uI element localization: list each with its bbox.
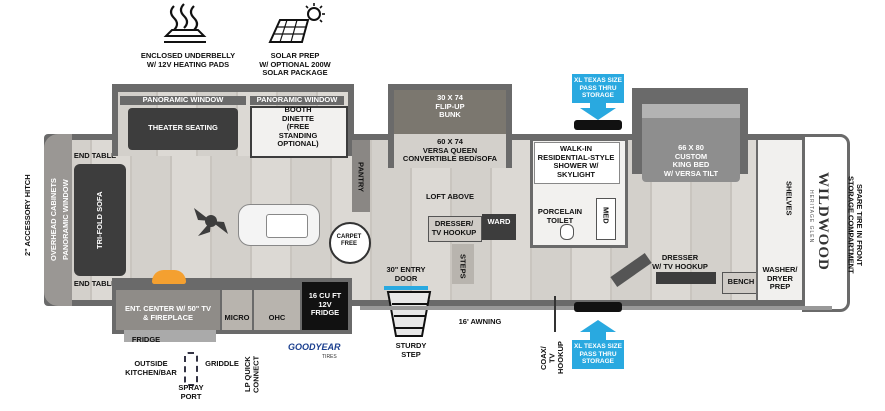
panoramic-window-2-label: PANORAMIC WINDOW: [250, 95, 344, 105]
ward-label: WARD: [487, 217, 511, 226]
fridge-outside-label: FRIDGE: [131, 335, 161, 344]
entry-door: [384, 286, 428, 290]
outside-kitchen: [124, 330, 216, 342]
shelves-label: SHELVES: [784, 180, 794, 216]
dresser-tv-label: DRESSER/ TV HOOKUP: [431, 219, 477, 237]
entry-door-label: 30" ENTRY DOOR: [386, 265, 426, 283]
solar-panel-icon: [268, 3, 325, 43]
ent-center: [116, 290, 220, 330]
washer-dryer-label: WASHER/ DRYER PREP: [762, 265, 798, 291]
underbelly-feature-label: ENCLOSED UNDERBELLY W/ 12V HEATING PADS: [140, 51, 236, 69]
spray-port-hose: [184, 352, 198, 386]
dresser-bedroom-label: DRESSER W/ TV HOOKUP: [652, 253, 708, 271]
steps-label: STEPS: [458, 253, 468, 279]
porcelain-toilet-label: PORCELAIN TOILET: [537, 207, 583, 225]
kitchen-sink: [266, 214, 308, 238]
med-label: MED: [601, 206, 611, 224]
booth-dinette: [250, 106, 348, 158]
theater-seating-label: THEATER SEATING: [148, 123, 218, 132]
fridge-interior-label: 16 CU FT 12V FRIDGE: [308, 291, 342, 317]
pantry: [352, 140, 370, 212]
carpet-free-seal: [329, 222, 371, 264]
medicine-cabinet: [596, 198, 616, 240]
xl-storage-badge-top: XL TEXAS SIZE PASS THRU STORAGE: [572, 74, 624, 103]
wildwood-logo-sub: HERITAGE GLEN: [808, 190, 814, 244]
sturdy-step-icon: [386, 291, 432, 337]
microwave: [222, 290, 252, 330]
interior-steps: [452, 244, 474, 284]
bench-label: BENCH: [727, 277, 755, 286]
king-bed-pillows: [642, 104, 740, 118]
shower: [534, 142, 620, 184]
griddle-label: GRIDDLE: [205, 359, 239, 368]
panoramic-window-front-label: PANORAMIC WINDOW: [61, 179, 70, 261]
end-table-top-label: END TABLE: [73, 151, 117, 160]
accessory-hitch-label: 2" ACCESSORY HITCH: [23, 174, 32, 256]
booth-dinette-label: BOOTH DINETTE (FREE STANDING OPTIONAL): [277, 105, 319, 148]
goodyear-logo: GOODYEAR: [288, 342, 341, 352]
xl-storage-badge-bottom: XL TEXAS SIZE PASS THRU STORAGE: [572, 340, 624, 369]
end-table-bottom-label: END TABLE: [73, 279, 117, 288]
lp-quick-connect-label: LP QUICK CONNECT: [243, 355, 261, 393]
goodyear-tires-label: TIRES: [322, 354, 337, 360]
ohc-label: OHC: [268, 313, 286, 322]
king-bed-label: 66 X 80 CUSTOM KING BED W/ VERSA TILT: [663, 143, 719, 178]
ceiling-fan-icon: [194, 208, 228, 236]
outside-kitchen-label: OUTSIDE KITCHEN/BAR: [125, 359, 177, 377]
arrow-down-icon: [580, 100, 616, 120]
overhead-cabinets-label: OVERHEAD CABINETS: [49, 178, 58, 262]
panoramic-window-1-label: PANORAMIC WINDOW: [120, 95, 246, 105]
pass-thru-hatch-top: [574, 120, 622, 130]
pass-thru-hatch-bottom: [574, 302, 622, 312]
heat-waves-icon: [163, 3, 207, 43]
fridge-interior: [302, 282, 348, 330]
wildwood-logo: WILDWOOD: [815, 172, 831, 271]
rear-closet: [756, 140, 802, 300]
overhead-cabinet: [254, 290, 300, 330]
carpet-free-label: CARPET FREE: [336, 234, 362, 247]
rear-cap: [802, 134, 850, 312]
tri-fold-sofa: [74, 164, 126, 276]
shower-label: WALK-IN RESIDENTIAL-STYLE SHOWER W/ SKYL…: [537, 144, 615, 179]
wardrobe: [482, 214, 516, 240]
bedroom-dresser: [656, 272, 716, 284]
spray-port-label: SPRAY PORT: [178, 383, 204, 401]
micro-label: MICRO: [224, 313, 250, 322]
theater-seating: [128, 108, 238, 150]
solar-feature-label: SOLAR PREP W/ OPTIONAL 200W SOLAR PACKAG…: [259, 51, 331, 77]
coax-pointer: [554, 296, 556, 332]
loft-above-label: LOFT ABOVE: [425, 192, 475, 201]
pantry-label: PANTRY: [356, 162, 366, 192]
sturdy-step-label: STURDY STEP: [395, 341, 427, 359]
arrow-up-icon: [580, 320, 616, 340]
coax-label: COAX/ TV HOOKUP: [539, 341, 565, 375]
tri-fold-sofa-label: TRI-FOLD SOFA: [95, 191, 104, 249]
dresser-tv-hookup: [428, 216, 482, 242]
spare-tire-label: SPARE TIRE IN FRONT STORAGE COMPARTMENT: [846, 176, 865, 274]
ent-center-label: ENT. CENTER W/ 50" TV & FIREPLACE: [124, 304, 212, 322]
flip-up-bunk: [394, 90, 506, 134]
versa-queen-bed: [394, 134, 506, 168]
versa-queen-label: 60 X 74 VERSA QUEEN CONVERTIBLE BED/SOFA: [402, 137, 498, 163]
fireplace: [152, 270, 186, 284]
toilet: [560, 224, 574, 240]
flip-up-bunk-label: 30 X 74 FLIP-UP BUNK: [435, 93, 465, 119]
awning-label: 16' AWNING: [458, 317, 502, 326]
front-cap: [44, 134, 72, 306]
